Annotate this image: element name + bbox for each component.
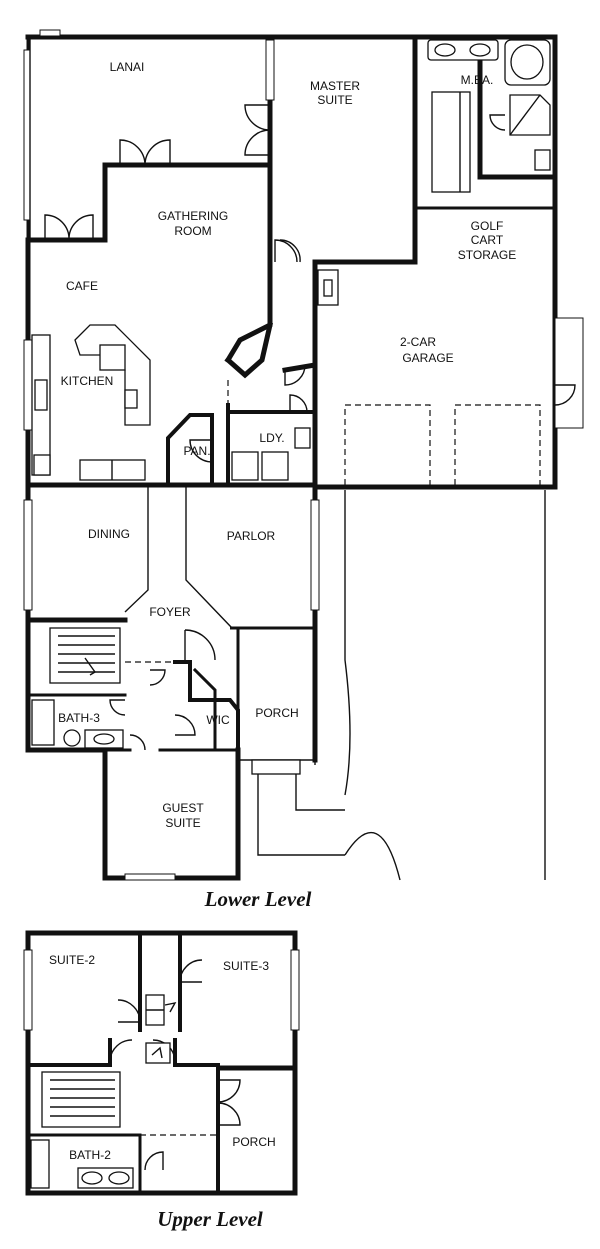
caption-lower-level: Lower Level	[204, 887, 312, 911]
label-golf-cart-line2: CART	[471, 233, 504, 247]
label-wic: WIC	[206, 713, 230, 727]
lower-level-plan: LANAI MASTER SUITE M.BA. GATHERING ROOM …	[23, 29, 584, 911]
label-suite-2: SUITE-2	[49, 953, 95, 967]
label-gathering-room-line2: ROOM	[174, 224, 211, 238]
label-guest-suite-line2: SUITE	[165, 816, 200, 830]
label-dining: DINING	[88, 527, 130, 541]
dining-parlor-foyer	[23, 482, 320, 763]
master-wing	[267, 34, 558, 490]
label-golf-cart-line1: GOLF	[471, 219, 504, 233]
stairs-bath-guest	[25, 617, 241, 881]
label-pantry: PAN.	[183, 444, 210, 458]
label-gathering-room-line1: GATHERING	[158, 209, 228, 223]
label-lanai: LANAI	[110, 60, 145, 74]
lanai-area	[23, 29, 275, 243]
gathering-kitchen-area	[23, 162, 318, 488]
label-bath-3: BATH-3	[58, 711, 100, 725]
label-porch-upper: PORCH	[232, 1135, 275, 1149]
label-suite-3: SUITE-3	[223, 959, 269, 973]
porch-area	[236, 628, 401, 881]
label-foyer: FOYER	[149, 605, 191, 619]
label-bath-2: BATH-2	[69, 1148, 111, 1162]
label-guest-suite-line1: GUEST	[162, 801, 204, 815]
label-parlor: PARLOR	[227, 529, 276, 543]
label-golf-cart-line3: STORAGE	[458, 248, 516, 262]
label-laundry: LDY.	[259, 431, 284, 445]
upper-level-plan: SUITE-2 SUITE-3 PORCH BATH-2 Upper Level	[23, 930, 300, 1231]
label-porch-lower: PORCH	[255, 706, 298, 720]
label-garage-line2: GARAGE	[402, 351, 453, 365]
label-kitchen: KITCHEN	[61, 374, 114, 388]
caption-upper-level: Upper Level	[157, 1207, 263, 1231]
label-master-bath: M.BA.	[461, 73, 494, 87]
label-garage-line1: 2-CAR	[400, 335, 436, 349]
label-cafe: CAFE	[66, 279, 98, 293]
label-master-suite-line1: MASTER	[310, 79, 360, 93]
label-master-suite-line2: SUITE	[317, 93, 352, 107]
